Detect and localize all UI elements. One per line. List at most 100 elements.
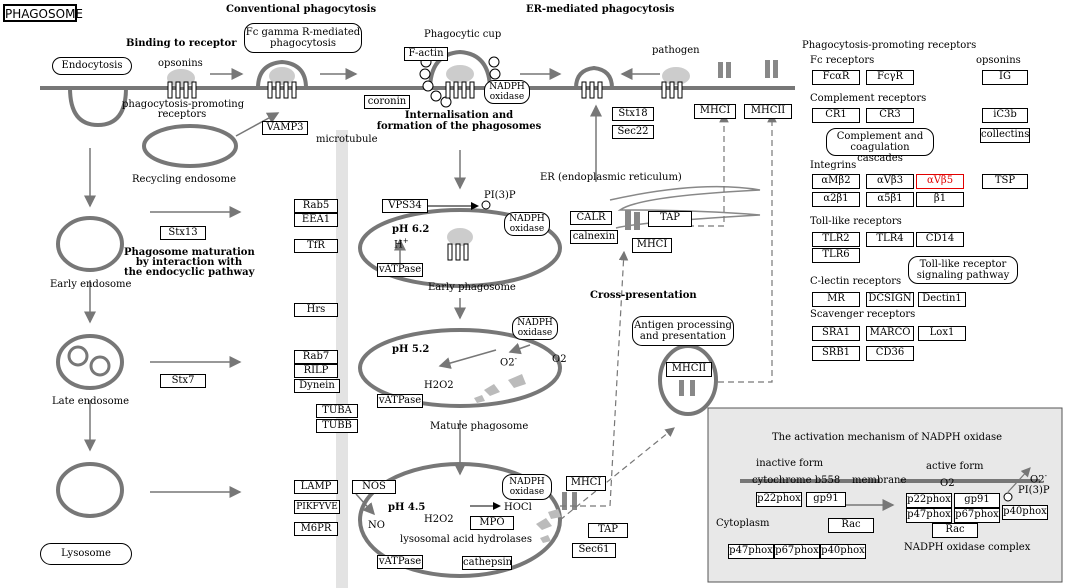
avb3-box[interactable]: αVβ3 [866,174,914,189]
stx13-box[interactable]: Stx13 [160,226,206,240]
vps34-box[interactable]: VPS34 [382,199,428,213]
mhcii-top-box[interactable]: MHCII [744,104,792,119]
complement-cascades-link[interactable]: Complement and coagulation cascades [826,128,934,164]
mhci-lyso-box[interactable]: MHCI [566,476,606,491]
membrane-label: membrane [852,475,907,486]
nadph-complex-label: NADPH oxidase complex [904,542,1031,553]
tap-lyso-box[interactable]: TAP [588,523,628,538]
calr-box[interactable]: CALR [570,211,612,225]
srb1-box[interactable]: SRB1 [812,346,860,361]
tap-er-box[interactable]: TAP [648,211,692,227]
hrs-box[interactable]: Hrs [294,303,338,317]
integrins-header: Integrins [810,160,857,171]
mhcii-cross-box[interactable]: MHCII [666,362,712,377]
fc-gamma-link[interactable]: Fc gamma R-mediated phagocytosis [244,23,362,53]
gp91-active-box[interactable]: gp91 [954,493,1000,508]
cr1-box[interactable]: CR1 [812,108,860,123]
tuba-box[interactable]: TUBA [316,404,358,418]
rab7-box[interactable]: Rab7 [294,350,338,364]
receptors-header: Phagocytosis-promoting receptors [802,40,977,51]
p67phox-box[interactable]: p67phox [774,544,820,559]
tlr4-box[interactable]: TLR4 [866,232,914,247]
microtubule-label: microtubule [316,134,378,145]
cd14-box[interactable]: CD14 [916,232,964,247]
avb5-box[interactable]: αVβ5 [916,174,964,189]
dectin1-box[interactable]: Dectin1 [918,292,966,307]
p67phox-active-box[interactable]: p67phox [954,508,1000,523]
heading-er-mediated: ER-mediated phagocytosis [526,4,675,15]
lamp-box[interactable]: LAMP [294,480,338,494]
ph62-label: pH 6.2 [392,224,430,235]
rab5-box[interactable]: Rab5 [294,199,338,213]
tubb-box[interactable]: TUBB [316,419,358,433]
ig-box[interactable]: IG [982,70,1028,85]
collectins-box[interactable]: collectins [980,128,1030,143]
mhci-er-box[interactable]: MHCI [632,238,672,253]
lox1-box[interactable]: Lox1 [918,326,966,341]
marco-box[interactable]: MARCO [866,326,914,341]
nos-box[interactable]: NOS [352,480,396,494]
sra1-box[interactable]: SRA1 [812,326,860,341]
lysosome-label[interactable]: Lysosome [40,543,132,565]
factin-box[interactable]: F-actin [404,47,448,61]
a2b1-box[interactable]: α2β1 [812,192,860,207]
calnexin-box[interactable]: calnexin [570,230,618,244]
mpo-box[interactable]: MPO [470,516,514,530]
nadph-lyso-box[interactable]: NADPH oxidase [502,474,552,500]
b1-box[interactable]: β1 [916,192,964,207]
p40phox-box[interactable]: p40phox [820,544,866,559]
scavenger-header: Scavenger receptors [810,309,916,320]
dynein-box[interactable]: Dynein [294,379,340,393]
sec61-box[interactable]: Sec61 [572,543,616,558]
amb2-box[interactable]: αMβ2 [812,174,860,189]
vatpase-lyso-box[interactable]: vATPase [377,555,423,569]
nadph-early-box[interactable]: NADPH oxidase [504,212,550,236]
cytoplasm-label: Cytoplasm [716,518,770,529]
p47phox-active-box[interactable]: p47phox [906,508,952,523]
tlr6-box[interactable]: TLR6 [812,248,860,263]
p22phox-active-box[interactable]: p22phox [906,493,952,508]
eea1-box[interactable]: EEA1 [294,213,338,227]
cr3-box[interactable]: CR3 [866,108,914,123]
tlr-header: Toll-like receptors [810,216,902,227]
endocytosis-label[interactable]: Endocytosis [52,57,132,75]
rac-active-box[interactable]: Rac [932,523,978,538]
vatpase-early-box[interactable]: vATPase [377,263,423,277]
early-phagosome-label: Early phagosome [428,282,516,293]
coronin-box[interactable]: coronin [364,95,410,109]
cathepsin-box[interactable]: cathepsin [462,556,513,570]
vatpase-mature-box[interactable]: vATPase [377,394,423,408]
nadph-cup-box[interactable]: NADPH oxidase [484,80,530,104]
tlr-pathway-link[interactable]: Toll-like receptor signaling pathway [908,256,1018,284]
antigen-processing-link[interactable]: Antigen processing and presentation [632,316,734,346]
hplus-label: H+ [394,237,409,251]
m6pr-box[interactable]: M6PR [294,522,338,536]
late-endosome-label: Late endosome [52,396,130,407]
fcyr-box[interactable]: FcγR [866,70,914,85]
stx7-box[interactable]: Stx7 [160,374,206,388]
tlr2-box[interactable]: TLR2 [812,232,860,247]
dcsign-box[interactable]: DCSIGN [866,292,914,307]
a5b1-box[interactable]: α5β1 [866,192,914,207]
no-label: NO [368,520,385,531]
ic3b-box[interactable]: iC3b [982,108,1028,123]
cd36-box[interactable]: CD36 [866,346,914,361]
mr-box[interactable]: MR [812,292,860,307]
mhci-top-box[interactable]: MHCI [694,104,736,119]
p22phox-box[interactable]: p22phox [756,492,802,507]
p47phox-box[interactable]: p47phox [728,544,774,559]
fcar-box[interactable]: FcαR [812,70,860,85]
p40phox-active-box[interactable]: p40phox [1002,505,1048,520]
sec22-box[interactable]: Sec22 [612,125,654,139]
stx18-box[interactable]: Stx18 [612,107,654,121]
rac-box[interactable]: Rac [828,518,874,533]
tsp-box[interactable]: TSP [982,174,1028,189]
rilp-box[interactable]: RILP [294,364,338,378]
er-label: ER (endoplasmic reticulum) [540,172,682,183]
tfr-box[interactable]: TfR [294,239,338,253]
vamp3-box[interactable]: VAMP3 [262,121,308,135]
o2-label: O2 [552,354,567,365]
pikfyve-box[interactable]: PIKFYVE [294,500,340,514]
nadph-mature-box[interactable]: NADPH oxidase [512,316,558,340]
gp91-box[interactable]: gp91 [806,492,846,507]
